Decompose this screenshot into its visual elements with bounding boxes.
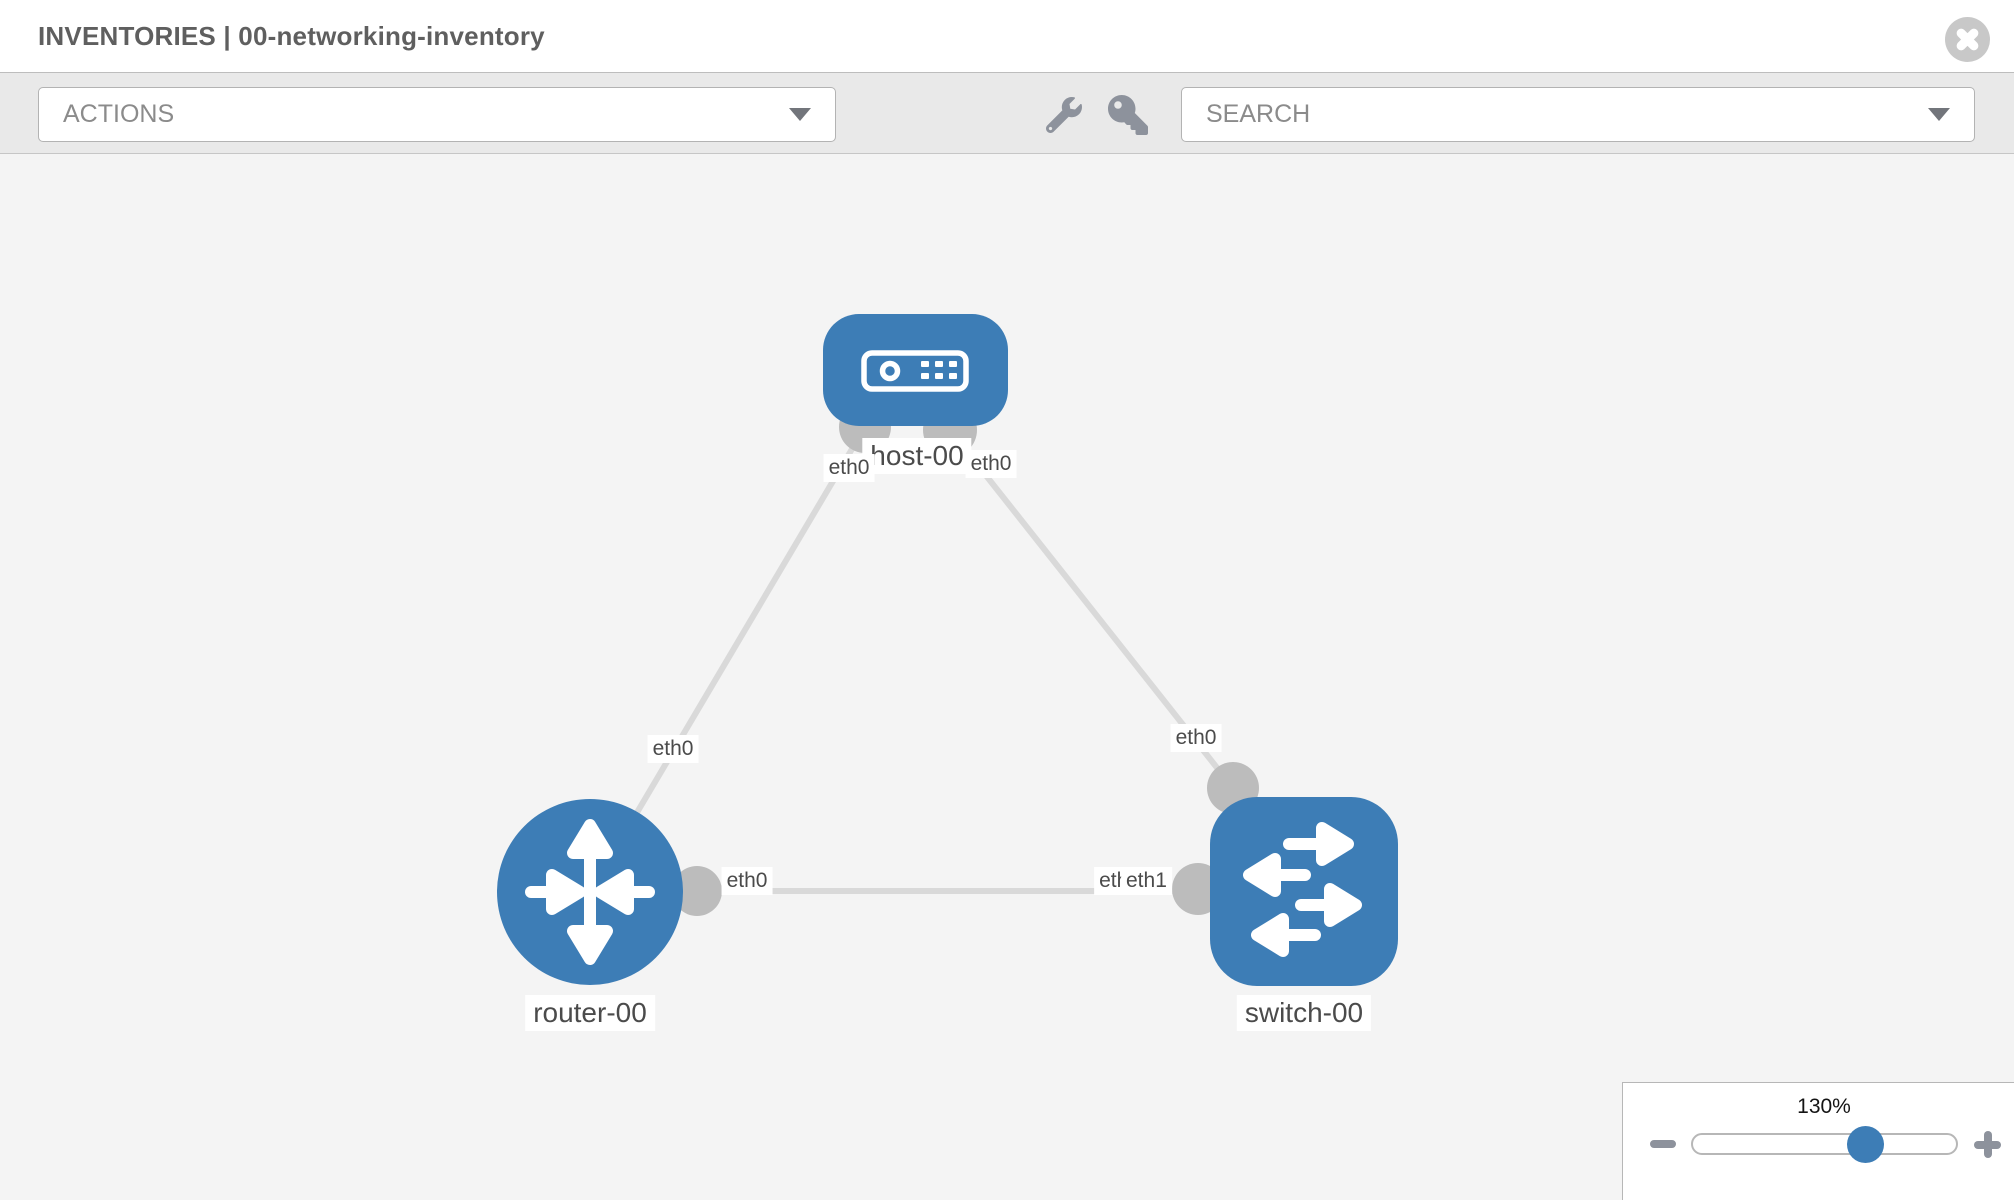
if-label-host-left: eth0 — [823, 454, 875, 482]
search-dropdown[interactable]: SEARCH — [1181, 87, 1975, 142]
zoom-slider[interactable] — [1691, 1126, 1958, 1163]
header-bar: INVENTORIES | 00-networking-inventory — [0, 0, 2014, 72]
switch-icon — [1243, 822, 1362, 957]
node-label-switch: switch-00 — [1236, 995, 1372, 1031]
zoom-slider-handle[interactable] — [1847, 1126, 1884, 1163]
if-label-router-top: eth0 — [647, 735, 699, 763]
topology-graph — [497, 314, 1398, 986]
zoom-out-button[interactable] — [1650, 1140, 1676, 1148]
chevron-down-icon — [1928, 108, 1950, 121]
key-icon[interactable] — [1108, 95, 1148, 135]
toolbar: ACTIONS SEARCH — [0, 72, 2014, 154]
if-label-switch-left-front: eth1 — [1121, 867, 1172, 895]
close-icon[interactable] — [1945, 17, 1990, 62]
zoom-in-button[interactable] — [1974, 1131, 2001, 1158]
node-label-router: router-00 — [525, 995, 655, 1031]
zoom-level-value: 130% — [1797, 1095, 1851, 1118]
chevron-down-icon — [789, 108, 811, 121]
router-icon — [525, 819, 655, 965]
node-host-00[interactable] — [823, 314, 1008, 426]
node-switch-00[interactable] — [1210, 797, 1398, 986]
node-label-host: host-00 — [862, 438, 972, 474]
topology-links — [587, 425, 1236, 894]
if-label-host-right: eth0 — [965, 450, 1017, 478]
topology-canvas[interactable]: host-00 router-00 switch-00 eth0 eth0 et… — [0, 154, 2014, 1200]
search-dropdown-label: SEARCH — [1206, 100, 1311, 128]
host-icon — [861, 350, 969, 392]
zoom-panel: 130% — [1622, 1082, 2014, 1200]
if-label-switch-left-group: eth0eth1 — [1094, 867, 1172, 895]
actions-dropdown[interactable]: ACTIONS — [38, 87, 836, 142]
port-router-right — [672, 866, 722, 916]
node-router-00[interactable] — [497, 799, 683, 985]
page-title: INVENTORIES | 00-networking-inventory — [38, 21, 545, 51]
if-label-router-right: eth0 — [721, 867, 773, 895]
wrench-icon[interactable] — [1046, 97, 1082, 133]
interface-ports — [672, 401, 1259, 916]
actions-dropdown-label: ACTIONS — [63, 100, 175, 128]
if-label-switch-top: eth0 — [1170, 724, 1222, 752]
